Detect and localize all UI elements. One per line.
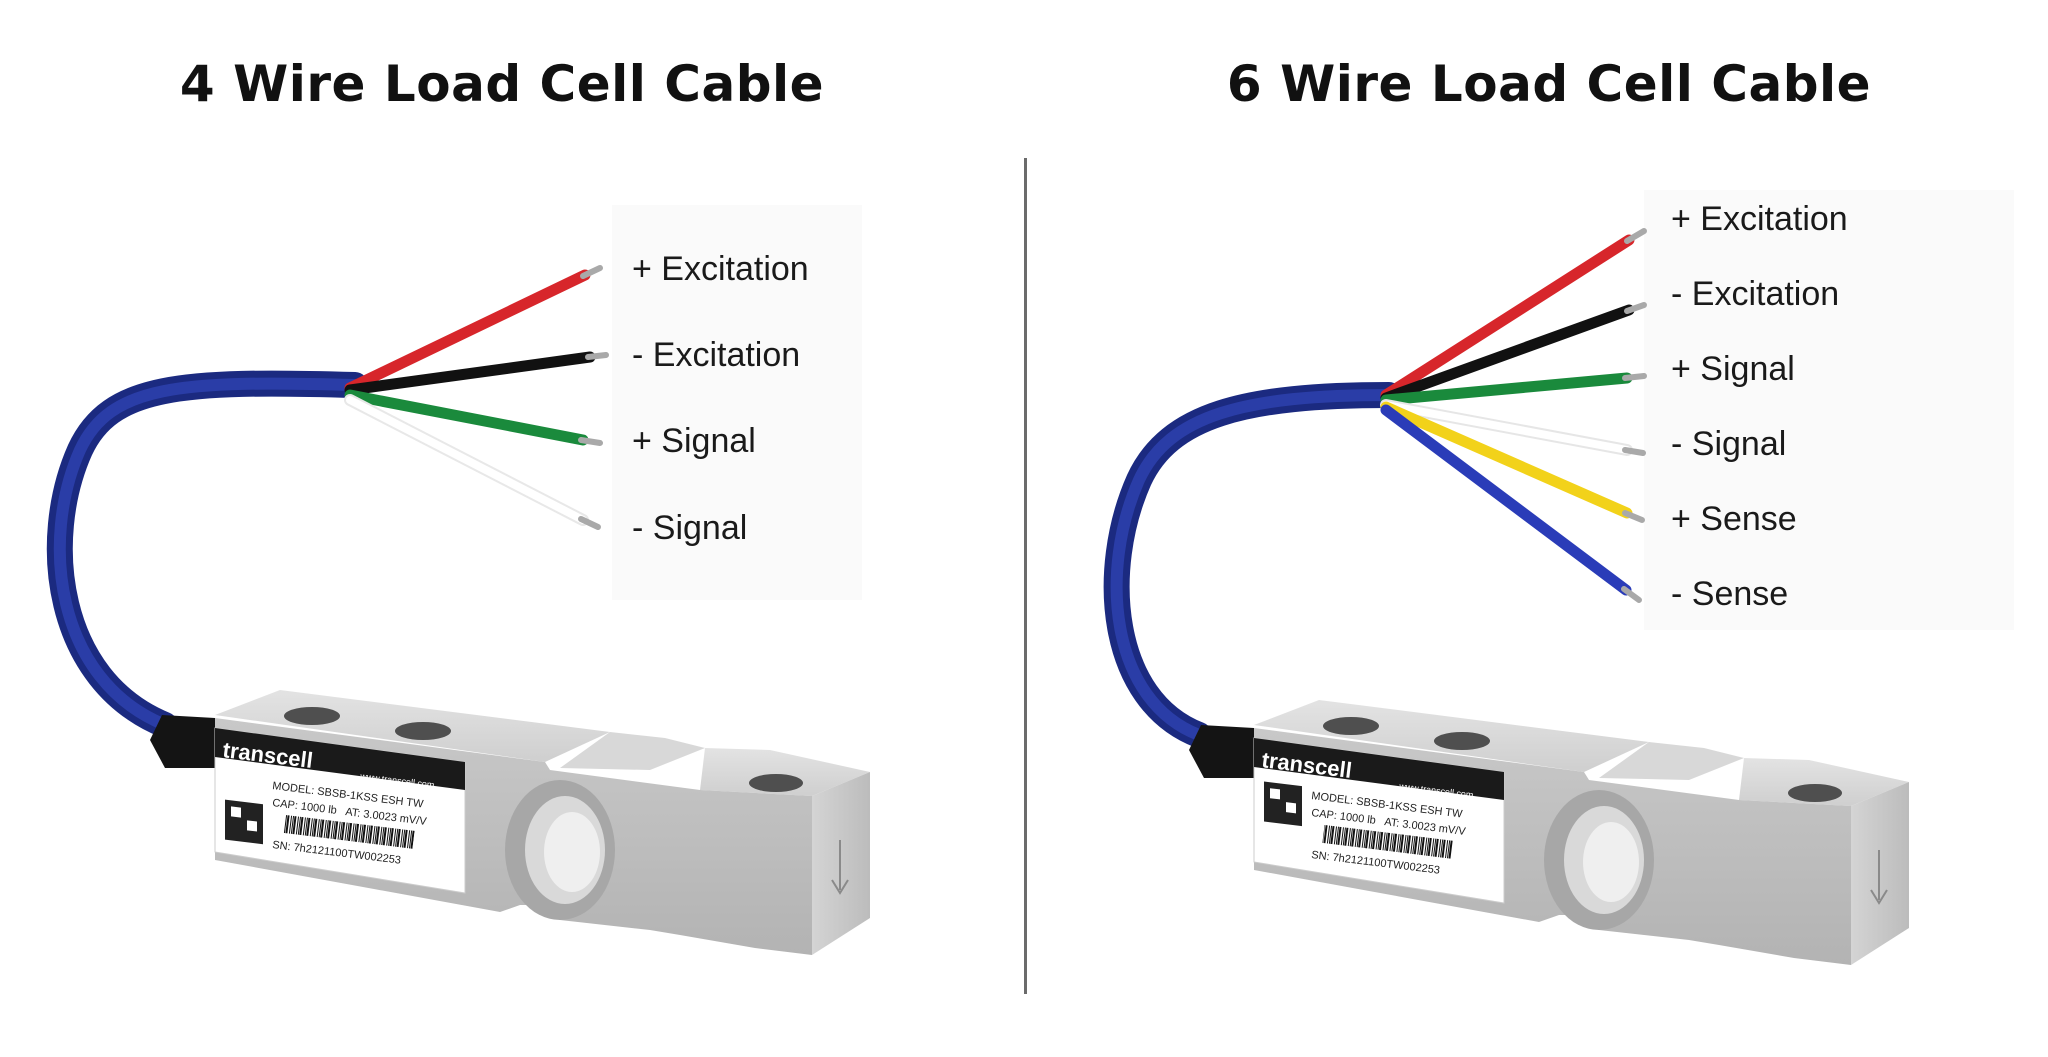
wire-tip-yellow [1622,510,1645,523]
wire-label-minus-signal: - Signal [632,509,748,547]
wire-bundle [344,265,609,530]
wire-tip-blue [1621,586,1642,603]
mount-hole-2 [395,722,451,740]
wire-tip-green [578,437,603,446]
wire-blue [1380,404,1632,596]
wire-label-backdrop [612,205,862,600]
wire-label-plus-excitation: + Excitation [632,250,809,288]
panel-divider [1024,158,1027,994]
mount-hole-1 [1323,717,1379,735]
barcode [1322,825,1454,859]
six-wire-panel: 6 Wire Load Cell Cable [1024,0,2048,1057]
cable-strain-relief [150,715,215,768]
wire-red [344,269,591,394]
wire-black [344,351,596,396]
four-wire-illustration: transcell www.transcell.com MODEL: SBSB-… [46,205,870,955]
mount-hole-3 [1788,784,1842,802]
wire-black [1380,304,1635,404]
load-cell-label: transcell www.transcell.com MODEL: SBSB-… [1253,737,1505,904]
qr-code [225,799,263,845]
barcode [283,815,415,849]
wire-green [344,389,589,446]
mount-hole-2 [1434,732,1490,750]
six-wire-illustration: transcell www.transcell.com MODEL: SBSB-… [1103,190,2014,965]
wire-label-plus-signal: + Signal [632,422,756,460]
wire-tip-white [1622,447,1646,456]
wire-green [1380,372,1633,406]
mount-hole-1 [284,707,340,725]
wire-label-minus-excitation: - Excitation [632,336,801,374]
wire-label-minus-signal: - Signal [1671,425,1787,463]
wire-label-minus-excitation: - Excitation [1671,275,1840,313]
load-cell-body [215,690,870,955]
wire-yellow [1380,401,1633,519]
six-wire-title: 6 Wire Load Cell Cable [1226,55,1872,113]
wire-bundle [1380,228,1647,603]
wire-tip-red [1624,228,1647,244]
wire-label-plus-signal: + Signal [1671,350,1795,388]
wire-white [1382,401,1631,454]
qr-code [1264,781,1302,827]
cable-strain-relief [1189,725,1254,778]
wire-tip-green [1622,373,1647,381]
wire-red [1380,234,1635,401]
load-cell-label: transcell www.transcell.com MODEL: SBSB-… [214,727,466,894]
wire-tip-white [578,516,601,530]
mount-hole-3 [749,774,803,792]
wire-tip-red [580,265,603,279]
wire-tip-black [585,352,609,360]
wire-label-plus-sense: + Sense [1671,500,1797,538]
wire-tip-black [1624,302,1647,314]
wire-label-plus-excitation: + Excitation [1671,200,1848,238]
wire-white [346,396,587,524]
wire-label-backdrop [1644,190,2014,630]
four-wire-title: 4 Wire Load Cell Cable [179,55,825,113]
four-wire-panel: 4 Wire Load Cell Cable [46,55,870,955]
wire-label-minus-sense: - Sense [1671,575,1789,613]
